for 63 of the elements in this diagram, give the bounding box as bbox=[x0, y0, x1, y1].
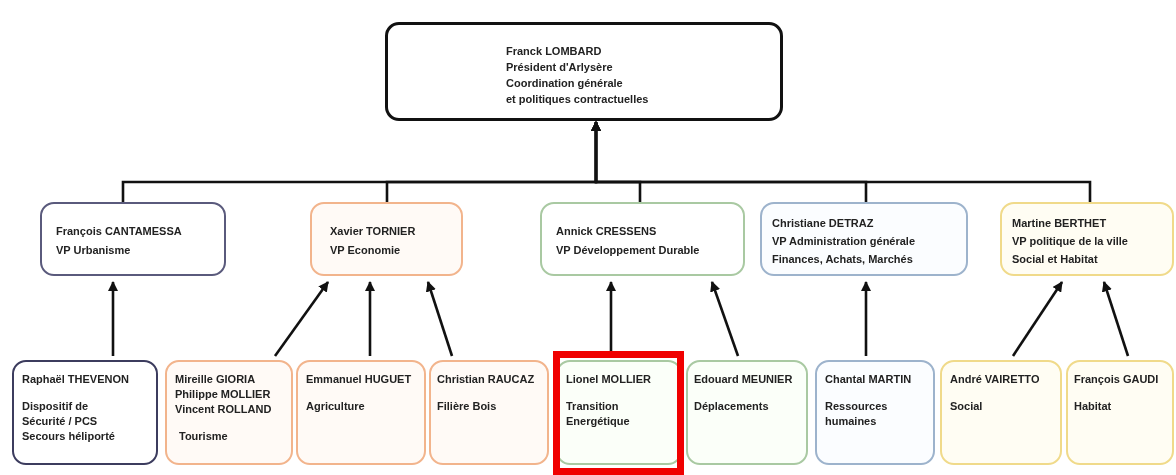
name-text: Christian RAUCAZ bbox=[437, 372, 536, 387]
role-text: Finances, Achats, Marchés bbox=[772, 252, 914, 267]
name-text: Emmanuel HUGUET bbox=[306, 372, 413, 387]
arrow bbox=[425, 281, 454, 357]
name-text: Edouard MEUNIER bbox=[694, 372, 794, 387]
arrow bbox=[364, 280, 376, 356]
delegate-box bbox=[165, 360, 293, 465]
vice-president-box bbox=[1000, 202, 1174, 276]
role-text: Déplacements bbox=[694, 399, 770, 414]
arrow bbox=[1101, 281, 1130, 357]
role-text: VP Economie bbox=[330, 243, 402, 258]
delegate-box bbox=[296, 360, 426, 465]
delegate-box bbox=[1066, 360, 1174, 465]
name-text: Lionel MOLLIER bbox=[566, 372, 652, 387]
name-text: Chantal MARTIN bbox=[825, 372, 913, 387]
delegate-box bbox=[940, 360, 1062, 465]
role-text: Philippe MOLLIER bbox=[175, 387, 272, 402]
arrow bbox=[710, 281, 740, 357]
role-text: Ressources bbox=[825, 399, 889, 414]
delegate-box bbox=[429, 360, 549, 465]
delegate-box bbox=[815, 360, 935, 465]
name-text: Annick CRESSENS bbox=[556, 224, 658, 239]
name-text: François CANTAMESSA bbox=[56, 224, 183, 239]
name-text: Xavier TORNIER bbox=[330, 224, 417, 239]
name-text: Raphaël THEVENON bbox=[22, 372, 130, 387]
vice-president-box bbox=[540, 202, 745, 276]
role-text: VP Urbanisme bbox=[56, 243, 132, 258]
role-text: Social bbox=[950, 399, 984, 414]
role-text: Tourisme bbox=[178, 429, 229, 444]
role-text: Président d'Arlysère bbox=[506, 60, 614, 75]
role-text: humaines bbox=[825, 414, 878, 429]
role-text: Agriculture bbox=[306, 399, 366, 414]
role-text: et politiques contractuelles bbox=[506, 92, 650, 107]
role-text: Habitat bbox=[1074, 399, 1113, 414]
delegate-box bbox=[686, 360, 808, 465]
vice-president-box bbox=[40, 202, 226, 276]
role-text: Energétique bbox=[566, 414, 631, 429]
role-text: Filière Bois bbox=[437, 399, 498, 414]
name-text: Mireille GIORIA bbox=[175, 372, 257, 387]
role-text: Vincent ROLLAND bbox=[175, 402, 273, 417]
name-text: Martine BERTHET bbox=[1012, 216, 1108, 231]
vice-president-box bbox=[760, 202, 968, 276]
vice-president-box bbox=[310, 202, 463, 276]
role-text: Transition bbox=[566, 399, 620, 414]
arrow bbox=[273, 281, 330, 357]
role-text: Sécurité / PCS bbox=[22, 414, 99, 429]
delegate-box bbox=[12, 360, 158, 465]
role-text: VP politique de la ville bbox=[1012, 234, 1129, 249]
arrow bbox=[590, 120, 1092, 202]
name-text: Christiane DETRAZ bbox=[772, 216, 875, 231]
role-text: Social et Habitat bbox=[1012, 252, 1099, 267]
name-text: André VAIRETTO bbox=[950, 372, 1041, 387]
arrow bbox=[860, 280, 872, 356]
role-text: Secours héliporté bbox=[22, 429, 116, 444]
arrow bbox=[107, 280, 119, 356]
role-text: Dispositif de bbox=[22, 399, 89, 414]
role-text: VP Développement Durable bbox=[556, 243, 701, 258]
name-text: François GAUDI bbox=[1074, 372, 1160, 387]
arrow bbox=[1011, 281, 1064, 357]
name-text: Franck LOMBARD bbox=[506, 44, 603, 59]
president-box bbox=[385, 22, 783, 121]
role-text: VP Administration générale bbox=[772, 234, 917, 249]
role-text: Coordination générale bbox=[506, 76, 624, 91]
